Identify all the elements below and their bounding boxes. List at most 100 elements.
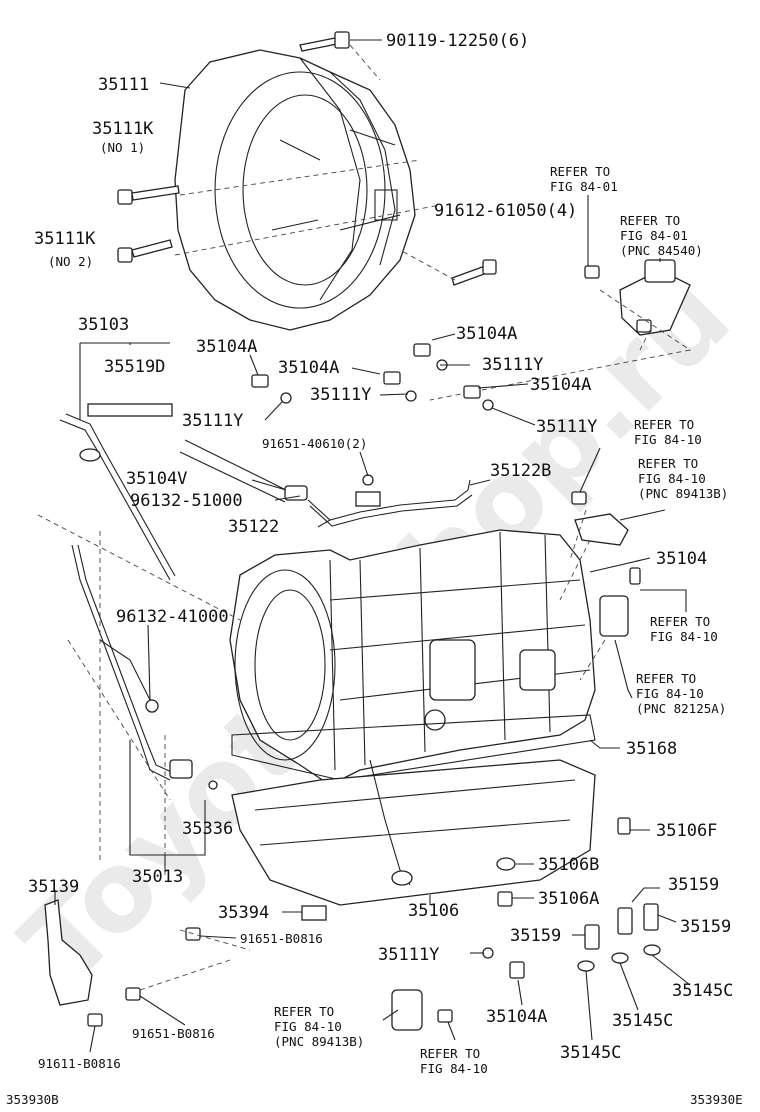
label-35106f: 35106F [656, 821, 717, 841]
label-35111: 35111 [98, 75, 149, 95]
label-96132-41000: 96132-41000 [116, 607, 229, 627]
bolt-90119 [299, 31, 350, 52]
label-35111y-left: 35111Y [182, 411, 243, 431]
svg-text:FIG 84-10: FIG 84-10 [420, 1061, 488, 1076]
bolt-91611 [87, 1013, 103, 1027]
fitting-35159-a [584, 924, 600, 950]
speed-sensor-84540 [584, 259, 691, 336]
label-91612-61050: 91612-61050(4) [434, 201, 577, 221]
svg-text:(PNC 89413B): (PNC 89413B) [638, 486, 728, 501]
fitting-35159-b [617, 907, 633, 935]
washer-35145c-c [643, 944, 661, 956]
fitting-35159-c [643, 903, 659, 931]
svg-text:REFER TO: REFER TO [636, 671, 696, 686]
svg-text:REFER TO: REFER TO [274, 1004, 334, 1019]
pan-gasket [231, 714, 596, 781]
o-ring-1 [280, 392, 292, 404]
svg-text:FIG 84-01: FIG 84-01 [620, 228, 688, 243]
bolt-91612 [451, 259, 497, 286]
refer-block-4: REFER TO FIG 84-10 (PNC 89413B) [638, 456, 728, 501]
label-35103: 35103 [78, 315, 129, 335]
refer-block-6: REFER TO FIG 84-10 (PNC 82125A) [636, 671, 726, 716]
label-35104a-mid: 35104A [278, 358, 339, 378]
plug-35104a-right [463, 385, 481, 399]
label-91651-40610: 91651-40610(2) [262, 436, 367, 451]
footer-code-right: 353930E [690, 1092, 743, 1107]
svg-text:FIG 84-10: FIG 84-10 [638, 471, 706, 486]
svg-text:REFER TO: REFER TO [638, 456, 698, 471]
label-35104a-left: 35104A [196, 337, 257, 357]
label-35139: 35139 [28, 877, 79, 897]
o-ring-4 [482, 399, 494, 411]
label-96132-51000: 96132-51000 [130, 491, 243, 511]
washer-35145c-a [577, 960, 595, 972]
svg-text:(PNC 82125A): (PNC 82125A) [636, 701, 726, 716]
footer-code-left: 353930B [6, 1092, 59, 1107]
bolt-35111k-no2 [117, 239, 173, 263]
o-ring-35111y-lower [482, 947, 494, 959]
svg-text:(PNC 84540): (PNC 84540) [620, 243, 703, 258]
label-35122b: 35122B [490, 461, 551, 481]
svg-text:FIG 84-10: FIG 84-10 [274, 1019, 342, 1034]
label-90119-12250: 90119-12250(6) [386, 31, 529, 51]
label-35106: 35106 [408, 901, 459, 921]
bolt-35111k-no1 [117, 185, 180, 205]
label-35104a-lower: 35104A [486, 1007, 547, 1027]
plug-35104a-lower [509, 961, 525, 979]
washer-35145c-b [611, 952, 629, 964]
label-35111k-no2: 35111K [34, 229, 96, 249]
svg-text:FIG 84-10: FIG 84-10 [650, 629, 718, 644]
label-35394: 35394 [218, 903, 269, 923]
label-35111y-mid: 35111Y [310, 385, 371, 405]
svg-text:REFER TO: REFER TO [620, 213, 680, 228]
magnet-35394 [301, 905, 327, 921]
label-35106b: 35106B [538, 855, 599, 875]
sensor-82125a [599, 567, 641, 637]
gasket-35106b [496, 857, 516, 871]
cooler-tubes-35013 [71, 544, 193, 781]
label-35106a: 35106A [538, 889, 599, 909]
label-91651-b0816-bottom: 91651-B0816 [132, 1026, 215, 1041]
label-35104a-top: 35104A [456, 324, 517, 344]
svg-text:REFER TO: REFER TO [650, 614, 710, 629]
label-35104a-right: 35104A [530, 375, 591, 395]
bolt-91651-b [125, 987, 141, 1001]
refer-block-2: REFER TO FIG 84-01 (PNC 84540) [620, 213, 703, 258]
label-35336: 35336 [182, 819, 233, 839]
plug-35104a-top [413, 343, 431, 357]
label-35111y-lower: 35111Y [378, 945, 439, 965]
label-35168: 35168 [626, 739, 677, 759]
label-35519d: 35519D [104, 357, 165, 377]
plug-35106a [497, 891, 513, 907]
filler-tube [179, 439, 308, 503]
refer-block-5: REFER TO FIG 84-10 [650, 614, 718, 644]
label-no2: (NO 2) [48, 254, 93, 269]
svg-text:REFER TO: REFER TO [420, 1046, 480, 1061]
label-35159-right: 35159 [680, 917, 731, 937]
svg-text:FIG 84-01: FIG 84-01 [550, 179, 618, 194]
label-35111k-no1: 35111K [92, 119, 154, 139]
svg-text:FIG 84-10: FIG 84-10 [634, 432, 702, 447]
svg-text:REFER TO: REFER TO [634, 417, 694, 432]
label-35111y-right: 35111Y [536, 417, 597, 437]
label-91651-b0816-top: 91651-B0816 [240, 931, 323, 946]
label-35104: 35104 [656, 549, 707, 569]
label-35111y-top: 35111Y [482, 355, 543, 375]
label-35159-left: 35159 [510, 926, 561, 946]
label-35122: 35122 [228, 517, 279, 537]
label-35013: 35013 [132, 867, 183, 887]
refer-block-1: REFER TO FIG 84-01 [550, 164, 618, 194]
o-ring-35336 [208, 780, 218, 790]
refer-block-3: REFER TO FIG 84-10 [634, 417, 702, 447]
plug-35106f [617, 817, 631, 835]
label-91611-b0816: 91611-B0816 [38, 1056, 121, 1071]
o-ring-2 [405, 390, 417, 402]
bell-housing-drawing [174, 49, 416, 331]
dipstick-35103 [59, 403, 176, 581]
label-35145c-mid: 35145C [612, 1011, 673, 1031]
svg-text:REFER TO: REFER TO [550, 164, 610, 179]
transmission-case-drawing [229, 529, 596, 786]
label-35145c-bottom: 35145C [560, 1043, 621, 1063]
